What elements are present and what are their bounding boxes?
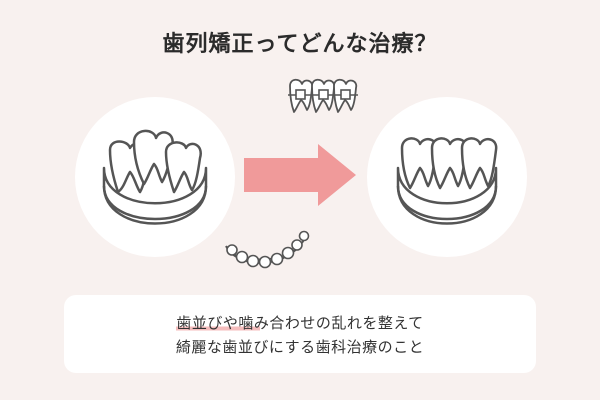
description-line-2: 綺麗な歯並びにする歯科治療のこと [175, 338, 425, 356]
crooked-teeth-icon [75, 97, 235, 257]
description-line-1: 歯並びや噛み合わせの乱れを整えて [176, 311, 424, 335]
page-title: 歯列矯正ってどんな治療？ [162, 32, 438, 57]
right-arrow-icon [244, 144, 356, 206]
braces-icon [288, 78, 358, 113]
straight-teeth-icon [367, 97, 527, 257]
aligner-icon [225, 230, 310, 269]
description-card: 歯並びや噛み合わせの乱れを整えて 綺麗な歯並びにする歯科治療のこと [64, 295, 536, 373]
